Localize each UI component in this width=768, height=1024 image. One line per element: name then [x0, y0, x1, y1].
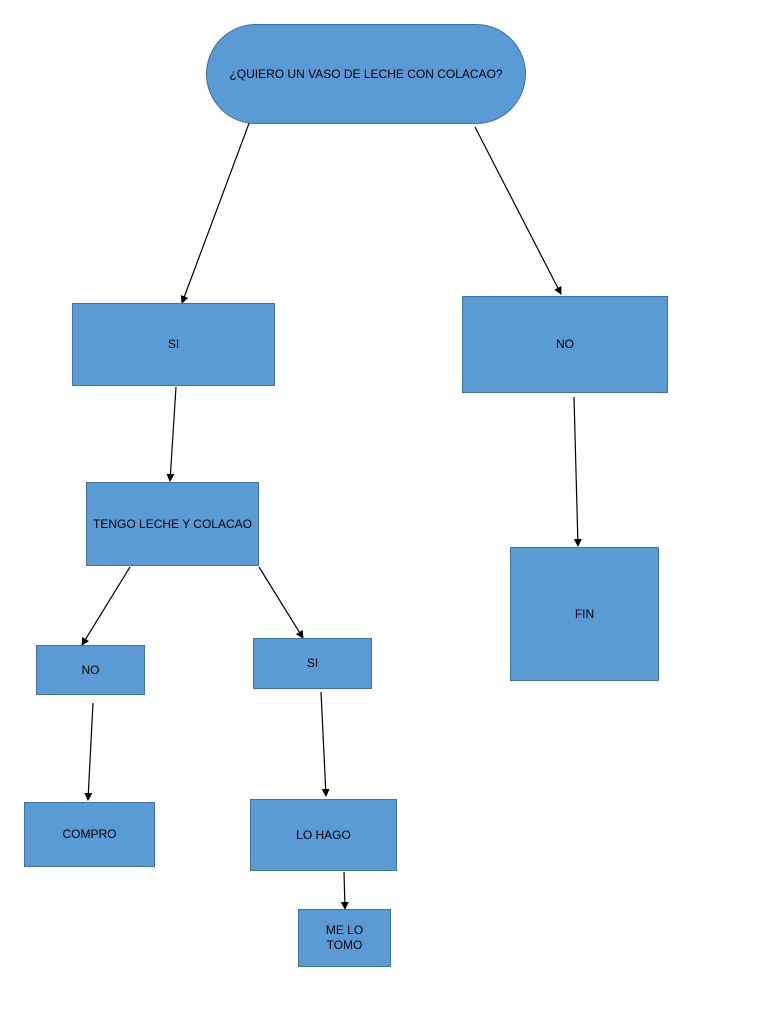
- no-sub-label: NO: [81, 662, 100, 677]
- start-node-label: ¿QUIERO UN VASO DE LECHE CON COLACAO?: [229, 66, 503, 81]
- si-node: SI: [72, 303, 275, 386]
- no-node: NO: [462, 296, 668, 393]
- edge-start-to-no: [474, 126, 562, 295]
- edge-no-to-compro: [84, 702, 94, 801]
- me-lo-tomo-node: ME LO TOMO: [298, 909, 391, 967]
- fin-node: FIN: [510, 547, 659, 681]
- si-sub-node: SI: [253, 638, 372, 689]
- tengo-leche-label: TENGO LECHE Y COLACAO: [93, 516, 252, 531]
- edge-si-to-lohago: [320, 691, 330, 797]
- edge-no-to-fin: [573, 396, 582, 547]
- edge-si-to-tengo: [166, 386, 177, 482]
- compro-node: COMPRO: [24, 802, 155, 867]
- start-node: ¿QUIERO UN VASO DE LECHE CON COLACAO?: [206, 24, 526, 124]
- edge-tengo-to-si: [258, 566, 304, 639]
- no-node-label: NO: [556, 337, 574, 351]
- me-lo-tomo-label: ME LO TOMO: [325, 923, 364, 952]
- edge-lohago-to-metomo: [340, 871, 349, 910]
- tengo-leche-node: TENGO LECHE Y COLACAO: [86, 482, 259, 566]
- edge-tengo-to-no: [81, 566, 131, 646]
- no-sub-node: NO: [36, 645, 145, 695]
- si-sub-label: SI: [306, 656, 319, 670]
- lo-hago-node: LO HAGO: [250, 799, 397, 871]
- si-node-label: SI: [167, 337, 180, 351]
- edge-start-to-si: [180, 117, 252, 304]
- fin-label: FIN: [574, 606, 595, 621]
- compro-label: COMPRO: [62, 827, 117, 841]
- lo-hago-label: LO HAGO: [296, 827, 351, 842]
